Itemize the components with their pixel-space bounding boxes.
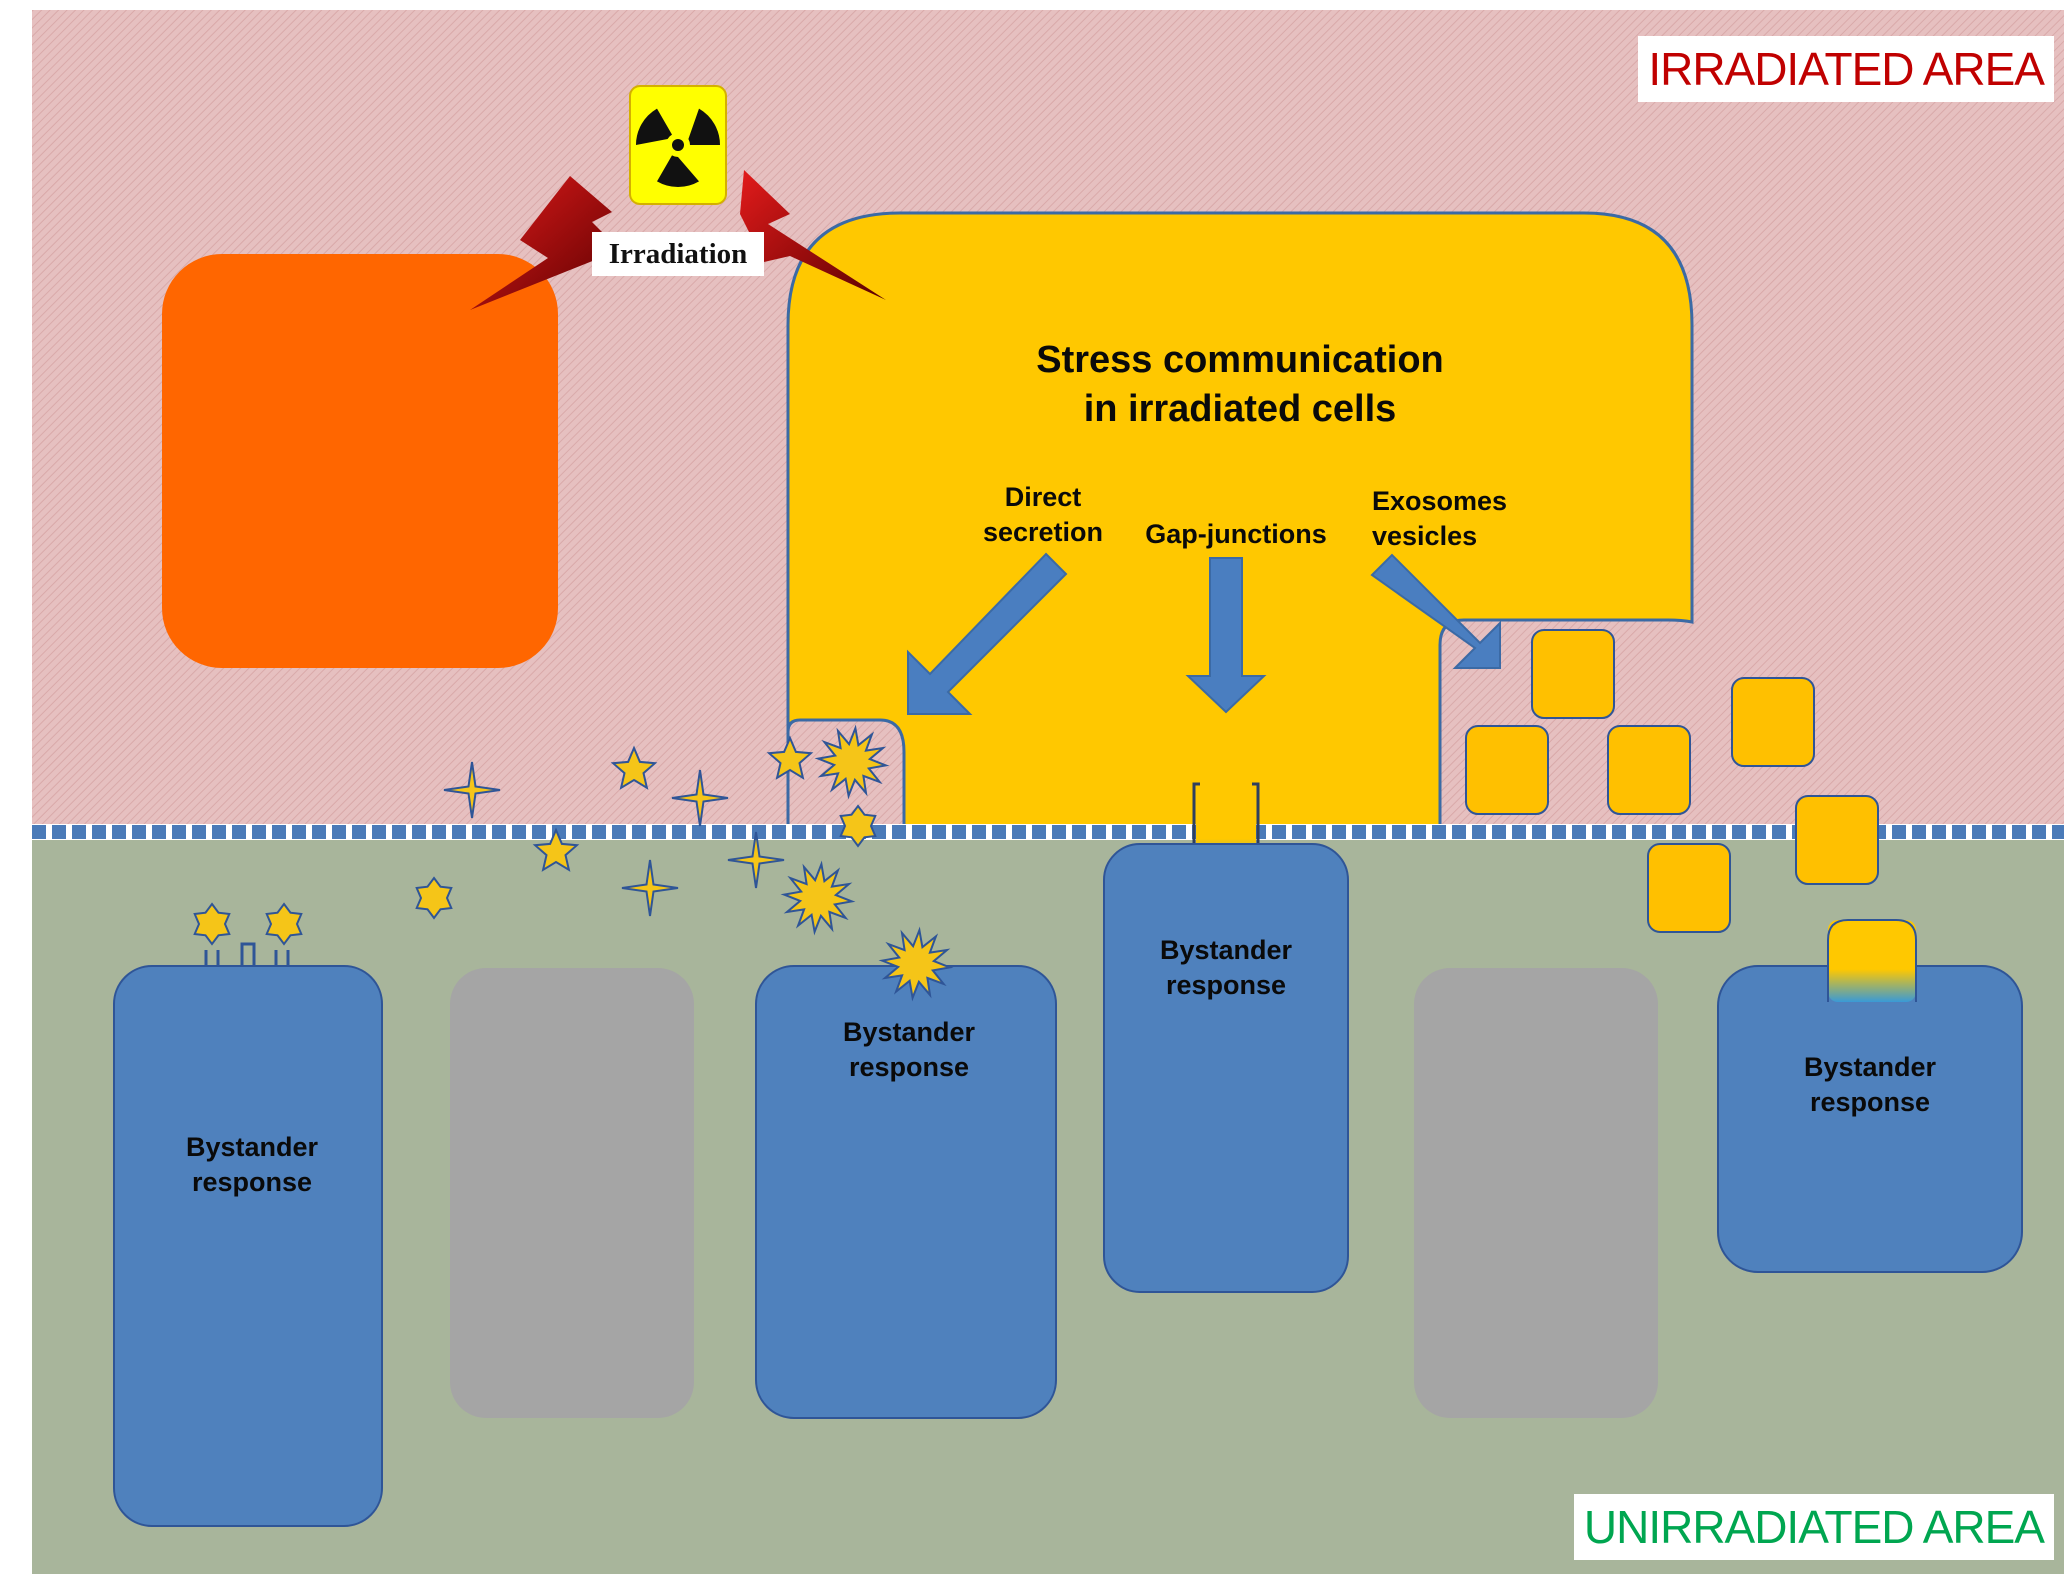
gap-junctions-label: Gap-junctions xyxy=(1145,519,1327,549)
stress-communication-title: Stress communication in irradiated cells xyxy=(1036,339,1444,431)
arrow-gap-junctions xyxy=(1185,557,1267,714)
star-molecule-icon xyxy=(671,769,729,827)
star-molecule-icon xyxy=(443,761,501,819)
lightning-bolt-icon-left xyxy=(470,176,620,310)
vesicle xyxy=(1465,725,1549,815)
star-molecule-icon xyxy=(727,831,785,889)
irradiation-label: Irradiation xyxy=(592,232,764,276)
bystander-response-label: Bystander response xyxy=(185,1132,319,1197)
arrow-direct-secretion xyxy=(907,552,1068,715)
bystander-cell-3 xyxy=(1103,843,1349,1293)
star-molecule-icon xyxy=(415,876,453,920)
bystander-response-label: Bystander response xyxy=(842,1017,976,1082)
bystander-response-label: Bystander response xyxy=(1803,1052,1937,1117)
star-molecule-icon xyxy=(878,926,954,1002)
star-molecule-icon xyxy=(265,902,303,946)
membrane-receptors xyxy=(204,942,290,966)
arrow-exosomes xyxy=(1370,553,1501,669)
unaffected-cell-2 xyxy=(1414,968,1658,1418)
radiation-hazard-icon xyxy=(629,85,727,205)
vesicle xyxy=(1531,629,1615,719)
star-molecule-icon xyxy=(610,745,658,790)
vesicle xyxy=(1795,795,1879,885)
exosomes-vesicles-label: Exosomes vesicles xyxy=(1372,486,1508,551)
direct-secretion-label: Direct secretion xyxy=(982,482,1104,547)
lightning-bolt-icon-right xyxy=(740,170,886,300)
exosome-vesicles xyxy=(1465,629,1879,933)
star-molecule-icon xyxy=(621,859,679,917)
stressed-irradiated-cell xyxy=(786,211,1694,828)
vesicle xyxy=(1607,725,1691,815)
star-molecule-icon xyxy=(193,902,231,946)
star-molecule-icon xyxy=(766,735,814,780)
star-molecule-icon xyxy=(780,860,856,936)
damaged-irradiated-cell xyxy=(162,254,558,668)
bystander-cell-1 xyxy=(113,965,383,1527)
vesicle xyxy=(1647,843,1731,933)
unaffected-cell-1 xyxy=(450,968,694,1418)
bystander-response-label: Bystander response xyxy=(1159,935,1293,1000)
star-molecule-icon xyxy=(532,827,580,872)
signal-molecules xyxy=(193,724,954,1002)
docking-vesicle xyxy=(1828,920,1916,1002)
irradiated-area-label: IRRADIATED AREA xyxy=(1638,36,2054,102)
unirradiated-area-label: UNIRRADIATED AREA xyxy=(1573,1494,2054,1560)
vesicle xyxy=(1731,677,1815,767)
star-molecule-icon xyxy=(814,724,890,800)
star-molecule-icon xyxy=(839,804,877,848)
